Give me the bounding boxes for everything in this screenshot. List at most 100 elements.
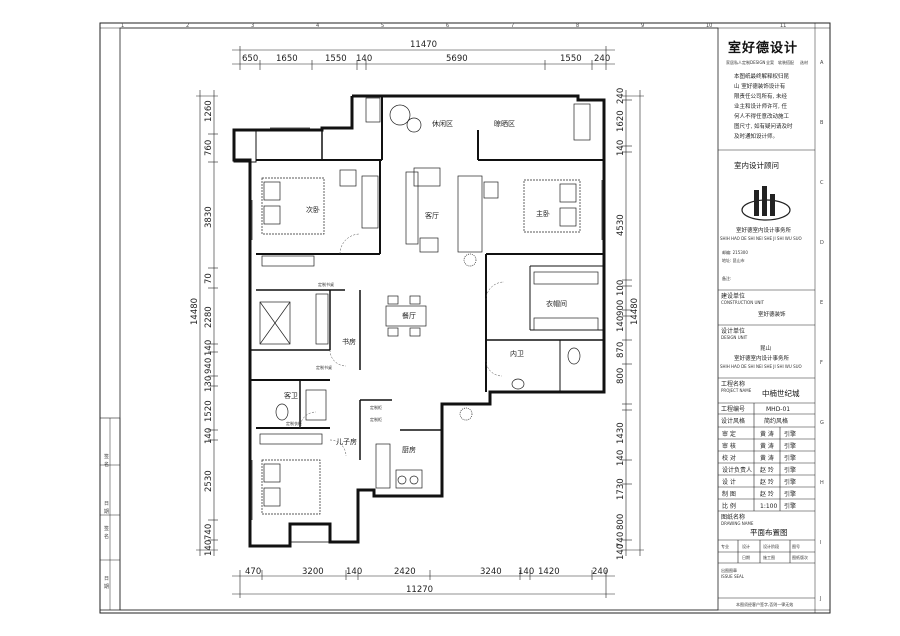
svg-text:图纸版次: 图纸版次 [792,554,808,560]
room-label-leisure: 休闲区 [432,119,453,128]
svg-text:1520: 1520 [204,400,214,422]
consultant-label: 室内设计顾问 [734,160,779,170]
door-swings [299,233,505,457]
svg-text:审 定: 审 定 [722,430,736,438]
fixture-label: 定制衣柜 [286,420,302,426]
right-dimensions [622,90,644,556]
svg-text:赵 玲: 赵 玲 [760,490,774,498]
roles-table: 审 定 黄 涛 引擎 审 核 黄 涛 引擎 校 对 黄 涛 引擎 设计负责人 赵… [722,430,796,510]
svg-text:1:100: 1:100 [760,503,777,510]
svg-text:黄 涛: 黄 涛 [760,454,774,462]
svg-text:6: 6 [446,23,449,29]
svg-text:引擎: 引擎 [784,442,796,450]
room-label-cloakroom: 衣帽间 [546,299,567,308]
svg-text:A: A [820,60,824,66]
svg-text:140: 140 [616,450,626,466]
edge-label: 日 [104,501,109,507]
svg-text:引擎: 引擎 [784,478,796,486]
drawing-name: 平面布置图 [750,527,788,537]
svg-text:引擎: 引擎 [784,430,796,438]
furniture [259,97,599,515]
svg-text:70: 70 [204,273,214,284]
svg-text:山 室好德装饰设计有: 山 室好德装饰设计有 [734,82,786,90]
svg-text:F: F [820,360,823,366]
project-label: 工程名称 [721,380,745,388]
svg-text:及时通知设计师。: 及时通知设计师。 [734,132,778,140]
project-name: 中楠世纪城 [762,388,800,398]
room-label-guest-bath: 客卫 [284,391,298,400]
svg-text:校 对: 校 对 [722,454,736,462]
remark-label: 备注: [722,275,731,281]
svg-text:140: 140 [518,567,534,577]
svg-text:昆山: 昆山 [760,344,771,352]
dim-bottom-total: 11270 [406,585,433,595]
svg-text:10: 10 [706,23,712,29]
svg-text:1260: 1260 [204,100,214,122]
svg-text:B: B [820,120,824,126]
svg-text:940: 940 [204,358,214,374]
svg-text:2280: 2280 [204,306,214,328]
design-company: 室好德室内设计事务所 [734,354,790,362]
room-label-dining-room: 餐厅 [402,311,416,320]
title-block [718,149,815,599]
svg-text:赵 玲: 赵 玲 [760,478,774,486]
contact-line: 地址: 昆山市 [722,257,745,263]
company-name: 室好德室内设计事务所 [736,226,792,234]
svg-text:选材: 选材 [800,59,808,65]
svg-text:740: 740 [616,532,626,548]
svg-text:240: 240 [592,567,608,577]
edge-label: 名 [104,533,109,540]
fixture-label: 定制柜 [370,404,382,410]
top-grid-markers: 1 2 3 4 5 6 7 8 9 10 11 [121,23,786,29]
svg-text:制 图: 制 图 [722,490,736,498]
svg-text:2530: 2530 [204,470,214,492]
svg-text:软装搭配: 软装搭配 [778,59,794,65]
svg-text:E: E [820,300,823,306]
svg-text:240: 240 [616,88,626,104]
svg-text:引擎: 引擎 [784,502,796,510]
bottom-info-cells: 专业 设计 设计阶段 图号 施工图 日期 图纸版次 [721,543,808,560]
company-name-en: SHIH HAO DE SHI NEI SHE JI SHI WU SUO [720,236,802,241]
svg-text:本图纸最终解释权归昆: 本图纸最终解释权归昆 [734,72,790,80]
svg-text:H: H [820,480,824,486]
left-dimensions [196,90,218,556]
svg-text:4: 4 [316,23,319,29]
building-logo-icon [741,186,791,221]
svg-text:赵 玲: 赵 玲 [760,466,774,474]
bottom-dimensions [232,570,615,598]
project-number: MHD-01 [766,406,790,413]
design-unit-label: 设计单位 [721,327,745,335]
svg-text:800: 800 [616,514,626,530]
svg-text:140: 140 [356,54,372,64]
svg-text:140: 140 [204,340,214,356]
svg-text:设 计: 设 计 [722,478,736,486]
svg-text:C: C [820,180,824,186]
floor-plan [232,94,606,548]
svg-text:日期: 日期 [742,554,750,560]
top-dimensions [232,46,615,70]
room-label-inner-bath: 内卫 [510,349,524,358]
svg-text:7: 7 [511,23,514,29]
svg-text:审 核: 审 核 [722,442,736,450]
company-logo: 室好德设计 [728,40,798,56]
edge-label: 期 [104,509,109,515]
svg-text:限责任公司所有, 未经: 限责任公司所有, 未经 [734,92,787,100]
svg-text:业主和设计师许可, 任: 业主和设计师许可, 任 [734,102,787,110]
room-label-master-bedroom: 主卧 [536,209,550,218]
svg-text:140: 140 [346,567,362,577]
room-label-kitchen: 厨房 [402,445,416,454]
svg-text:650: 650 [242,54,258,64]
svg-text:1620: 1620 [616,110,626,132]
style-value: 简约风格 [764,417,788,425]
svg-text:740: 740 [204,524,214,540]
svg-text:140: 140 [204,428,214,444]
svg-text:2: 2 [186,23,189,29]
svg-text:PROJECT NAME: PROJECT NAME [721,388,752,393]
svg-text:比 例: 比 例 [722,502,736,510]
svg-text:1550: 1550 [560,54,582,64]
svg-text:100: 100 [616,280,626,296]
svg-text:G: G [820,420,824,426]
copyright-notes: 本图纸最终解释权归昆 山 室好德装饰设计有 限责任公司所有, 未经 业主和设计师… [734,72,793,140]
svg-text:5690: 5690 [446,54,468,64]
svg-text:ISSUE SEAL: ISSUE SEAL [721,574,745,579]
